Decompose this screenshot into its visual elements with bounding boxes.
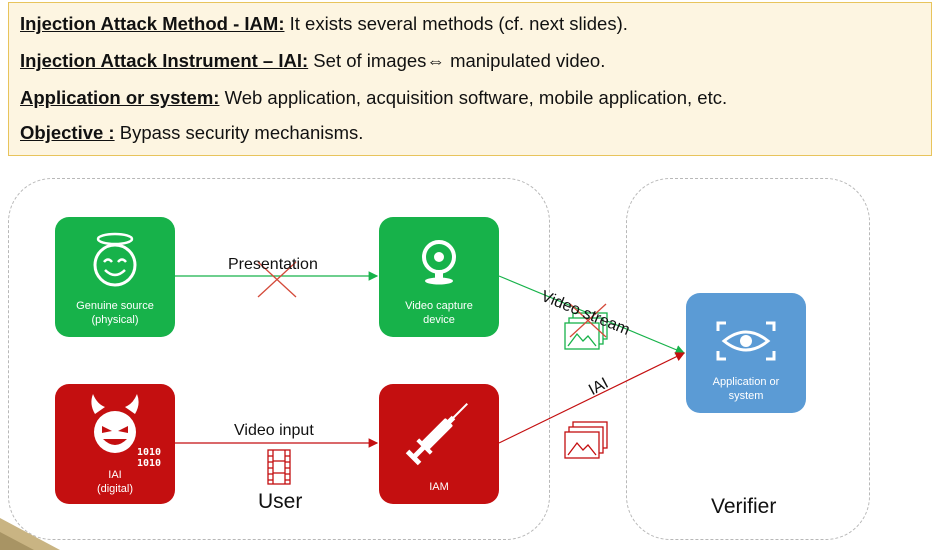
definition-iam: Injection Attack Method - IAM: It exists… — [20, 13, 628, 35]
definition-iai: Injection Attack Instrument – IAI: Set o… — [20, 50, 605, 72]
definition-text: It exists several methods (cf. next slid… — [284, 13, 628, 34]
iam-node: IAM — [379, 384, 499, 504]
eye-scan-icon — [716, 321, 776, 361]
video-input-label: Video input — [234, 422, 314, 439]
iai-arrow — [498, 352, 686, 444]
presentation-cross — [257, 261, 297, 298]
film-strip-icon — [267, 449, 291, 485]
image-stack-icon — [564, 421, 608, 459]
iai-node: 1010 1010 IAI (digital) — [55, 384, 175, 504]
definitions-box: Injection Attack Method - IAM: It exists… — [8, 2, 932, 156]
node-label: IAM — [429, 481, 449, 493]
node-label: Application or — [712, 376, 780, 388]
definition-text: Bypass security mechanisms. — [114, 122, 364, 143]
video-stream-cross — [569, 303, 607, 338]
node-label: Genuine source — [76, 300, 154, 312]
syringe-icon — [405, 403, 468, 466]
definition-term: Application or system: — [20, 87, 220, 108]
node-sublabel: (digital) — [96, 483, 134, 495]
corner-decoration — [0, 518, 60, 550]
angel-face-icon — [93, 232, 137, 287]
image-stack-icon — [564, 312, 608, 350]
binary-text: 1010 1010 — [137, 447, 161, 469]
definition-term: Injection Attack Method - IAM: — [20, 13, 285, 34]
binary-line: 1010 — [137, 458, 162, 469]
user-label: User — [258, 490, 303, 513]
binary-line: 1010 — [137, 447, 162, 458]
node-sublabel: device — [423, 314, 455, 326]
genuine-source-node: Genuine source (physical) — [55, 217, 175, 337]
node-label: IAI — [108, 469, 122, 481]
application-node: Application or system — [686, 293, 806, 413]
definition-text: Web application, acquisition software, m… — [219, 87, 728, 108]
definition-objective: Objective : Bypass security mechanisms. — [20, 122, 363, 144]
node-label: Video capture — [405, 300, 473, 312]
verifier-region — [626, 178, 870, 540]
video-capture-node: Video capture device — [379, 217, 499, 337]
definition-term: Injection Attack Instrument – IAI: — [20, 50, 309, 71]
user-region — [8, 178, 550, 540]
definition-text: Set of images⇔ manipulated video. — [308, 50, 606, 71]
webcam-icon — [422, 240, 456, 285]
node-sublabel: (physical) — [91, 314, 139, 326]
definition-application: Application or system: Web application, … — [20, 87, 727, 109]
node-sublabel: system — [728, 390, 764, 402]
definition-term: Objective : — [20, 122, 115, 143]
verifier-label: Verifier — [711, 495, 777, 518]
presentation-label: Presentation — [228, 256, 318, 273]
devil-face-icon — [91, 394, 139, 453]
